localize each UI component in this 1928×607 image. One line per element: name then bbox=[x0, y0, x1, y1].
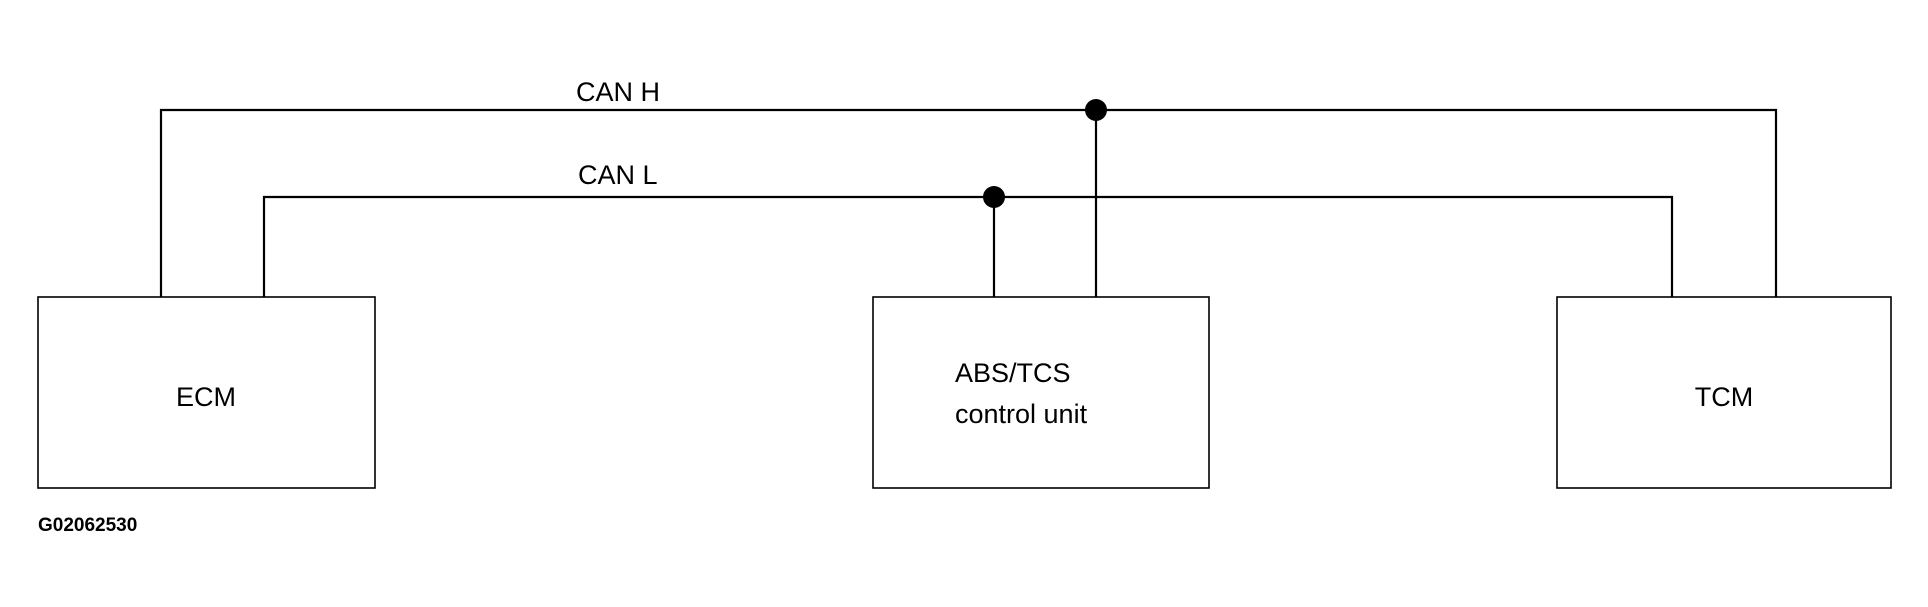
abs-tcs-label-line1: ABS/TCS bbox=[955, 358, 1071, 388]
can-h-bus: CAN H bbox=[159, 77, 1778, 297]
can-l-junction-dot bbox=[983, 186, 1005, 208]
can-l-bus: CAN L bbox=[262, 160, 1674, 297]
ecm-module: ECM bbox=[37, 296, 376, 489]
abs-tcs-module: ABS/TCS control unit bbox=[872, 296, 1210, 489]
abs-tcs-label-line2: control unit bbox=[955, 399, 1088, 429]
can-h-junction-dot bbox=[1085, 99, 1107, 121]
can-l-label: CAN L bbox=[578, 160, 658, 190]
ecm-label: ECM bbox=[176, 382, 236, 412]
can-l-wire bbox=[262, 195, 1674, 297]
can-h-wire bbox=[159, 108, 1778, 297]
ecm-box bbox=[37, 296, 376, 489]
figure-id: G02062530 bbox=[38, 515, 137, 536]
tcm-module: TCM bbox=[1556, 296, 1892, 489]
tcm-box bbox=[1556, 296, 1892, 489]
tcm-label: TCM bbox=[1695, 382, 1753, 412]
abs-tcs-box bbox=[872, 296, 1210, 489]
can-h-label: CAN H bbox=[576, 77, 660, 107]
